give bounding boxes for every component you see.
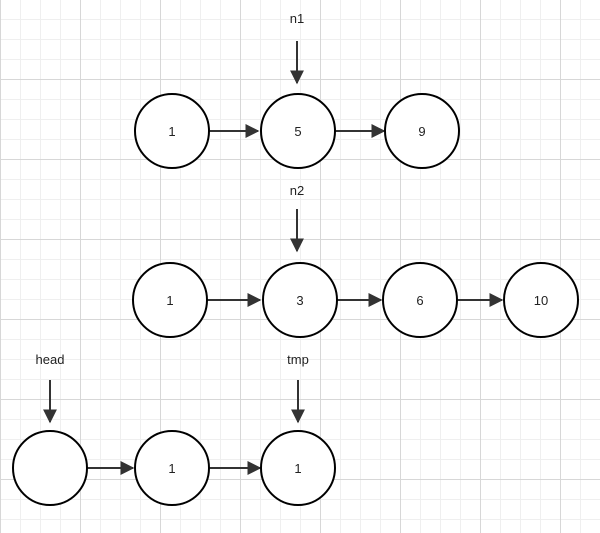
list-node: 6	[382, 262, 458, 338]
node-circle	[262, 262, 338, 338]
node-value: 10	[534, 293, 548, 308]
node-circle	[132, 262, 208, 338]
node-circle	[503, 262, 579, 338]
list-node: 1	[134, 430, 210, 506]
node-value: 1	[166, 293, 173, 308]
node-value: 1	[168, 461, 175, 476]
node-value: 3	[296, 293, 303, 308]
list-node: 1	[260, 430, 336, 506]
pointer-label-tmp: tmp	[287, 352, 309, 367]
list-node: 1	[134, 93, 210, 169]
node-circle	[12, 430, 88, 506]
node-circle	[134, 93, 210, 169]
list-node: 3	[262, 262, 338, 338]
list-merged: head tmp 1 1	[12, 352, 336, 506]
node-value: 1	[168, 124, 175, 139]
pointer-label-n2: n2	[290, 183, 304, 198]
node-value: 5	[294, 124, 301, 139]
node-circle	[260, 93, 336, 169]
list-node-sentinel	[12, 430, 88, 506]
node-value: 6	[416, 293, 423, 308]
list-node: 9	[384, 93, 460, 169]
node-circle	[382, 262, 458, 338]
pointer-label-n1: n1	[290, 11, 304, 26]
node-value: 1	[294, 461, 301, 476]
node-circle	[260, 430, 336, 506]
list-node: 5	[260, 93, 336, 169]
pointer-label-head: head	[36, 352, 65, 367]
list-node: 10	[503, 262, 579, 338]
list-n1: n1 1 5 9	[134, 11, 460, 169]
node-value: 9	[418, 124, 425, 139]
node-circle	[134, 430, 210, 506]
list-node: 1	[132, 262, 208, 338]
list-n2: n2 1 3 6 10	[132, 183, 579, 338]
node-circle	[384, 93, 460, 169]
